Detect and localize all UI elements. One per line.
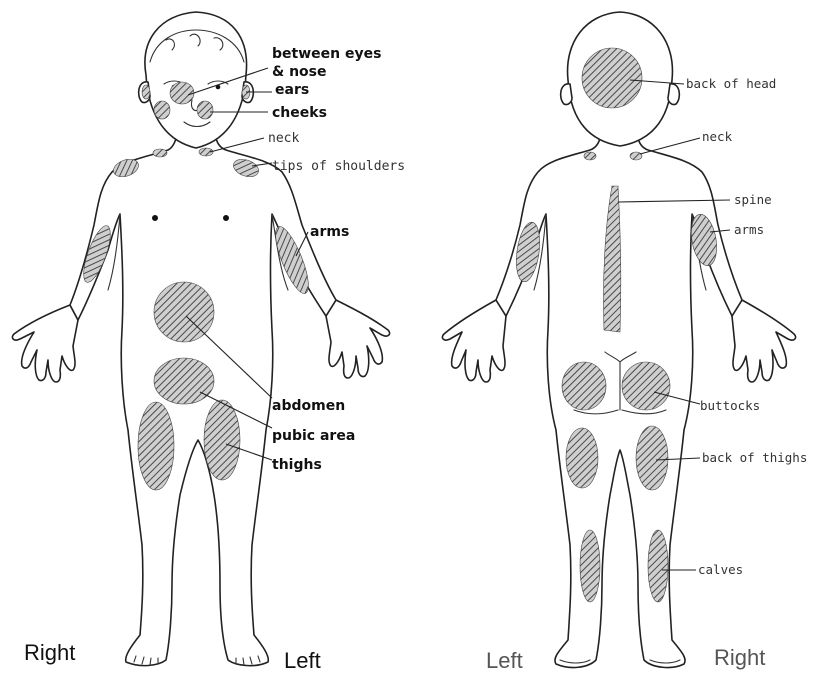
label-cheeks: cheeks xyxy=(272,105,327,121)
zone-between-eyes-nose xyxy=(170,82,194,104)
zone-abdomen xyxy=(154,282,214,342)
zone-calf-left xyxy=(580,530,600,602)
front-nipple-right xyxy=(152,215,158,221)
label-arms: arms xyxy=(310,224,349,240)
zone-neck-right xyxy=(153,149,167,157)
zone-back-neck-left xyxy=(584,152,596,160)
leader-back-neck xyxy=(640,138,700,154)
back-side-right: Right xyxy=(714,645,765,670)
label-neck: neck xyxy=(268,131,299,146)
front-left-hand xyxy=(326,300,390,378)
zone-buttock-right xyxy=(622,362,670,410)
label-back-arms: arms xyxy=(734,222,764,237)
back-left-hand xyxy=(442,300,506,382)
front-nipple-left xyxy=(223,215,229,221)
label-tips-of-shoulders: tips of shoulders xyxy=(272,159,405,174)
label-buttocks: buttocks xyxy=(700,398,760,413)
zone-pubic-area xyxy=(154,358,214,404)
zone-back-neck-right xyxy=(630,152,642,160)
label-ears: ears xyxy=(275,82,309,98)
back-figure: back of head neck spine arms buttocks ba… xyxy=(442,12,807,673)
front-side-right: Right xyxy=(24,640,75,665)
zone-cheek-left xyxy=(197,101,213,119)
label-calves: calves xyxy=(698,562,743,577)
zone-back-thigh-right xyxy=(636,426,668,490)
back-ear-left xyxy=(561,84,572,105)
label-pubic-area: pubic area xyxy=(272,428,355,444)
front-right-hand xyxy=(12,305,78,382)
zone-ear-right xyxy=(142,85,150,99)
label-spine: spine xyxy=(734,192,772,207)
back-ear-right xyxy=(668,84,679,105)
label-between-eyes: between eyes xyxy=(272,46,381,62)
label-back-of-head: back of head xyxy=(686,76,776,91)
label-back-neck: neck xyxy=(702,129,733,144)
zone-back-thigh-left xyxy=(566,428,598,488)
label-abdomen: abdomen xyxy=(272,398,345,414)
label-and-nose: & nose xyxy=(272,64,327,80)
back-right-hand xyxy=(732,300,796,382)
zone-calf-right xyxy=(648,530,668,602)
zone-back-of-head xyxy=(582,48,642,108)
zone-thigh-left xyxy=(204,400,240,480)
front-side-left: Left xyxy=(284,648,321,673)
zone-cheek-right xyxy=(154,101,170,119)
label-thighs: thighs xyxy=(272,457,322,473)
back-side-left: Left xyxy=(486,648,523,673)
front-figure: between eyes & nose ears cheeks neck tip… xyxy=(12,12,405,673)
zone-buttock-left xyxy=(562,362,606,410)
label-back-of-thighs: back of thighs xyxy=(702,450,807,465)
zone-thigh-right xyxy=(138,402,174,490)
